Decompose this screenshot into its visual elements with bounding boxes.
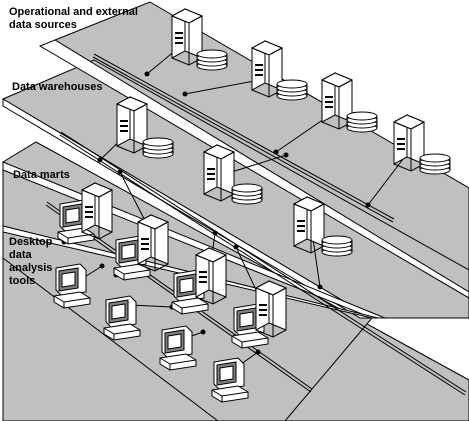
desktop-pc-3 bbox=[159, 325, 197, 371]
tier-label-sources: Operational and external data sources bbox=[9, 6, 138, 31]
desktop-pc-2 bbox=[103, 295, 141, 341]
warehouse-disks-2 bbox=[231, 183, 263, 205]
network-bus-2 bbox=[59, 131, 467, 396]
warehouse-disks-3 bbox=[321, 235, 353, 257]
network-bus-1 bbox=[92, 53, 395, 223]
source-disks-3 bbox=[346, 111, 378, 133]
source-disks-1 bbox=[196, 49, 228, 71]
warehouse-disks-1 bbox=[142, 137, 174, 159]
tier-label-desktop: Desktop data analysis tools bbox=[9, 236, 53, 287]
source-disks-4 bbox=[419, 153, 451, 175]
tier-label-warehouses: Data warehouses bbox=[12, 81, 103, 93]
source-disks-2 bbox=[276, 79, 308, 101]
tier-label-marts: Data marts bbox=[13, 169, 70, 181]
desktop-pc-4 bbox=[211, 357, 249, 403]
